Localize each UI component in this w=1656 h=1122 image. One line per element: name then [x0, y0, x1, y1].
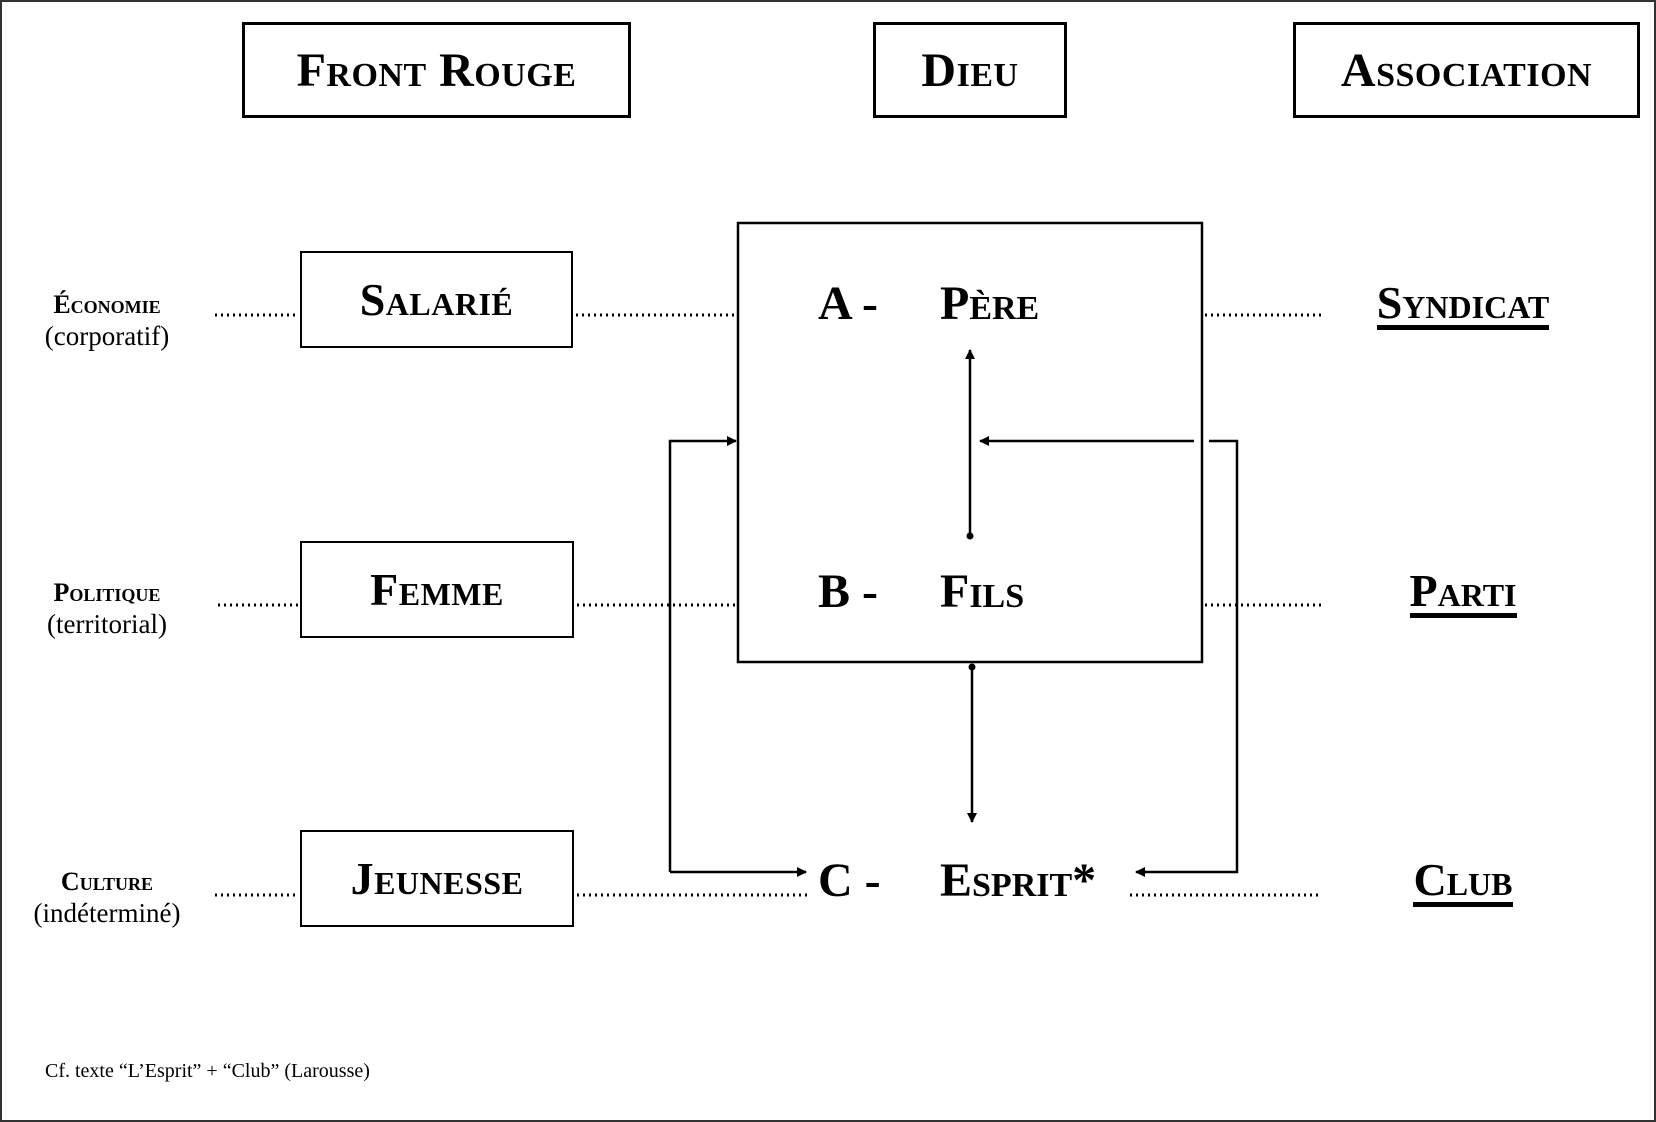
dieu-item-letter: B - [818, 565, 878, 618]
association-item-label: Club [1413, 854, 1513, 907]
dieu-item-fils: B - Fils [818, 568, 1024, 616]
front-rouge-item-femme: Femme [300, 541, 574, 638]
axis-subtitle: (corporatif) [44, 321, 170, 351]
loop-right-to-esprit [1135, 439, 1239, 877]
association-item-label: Parti [1409, 565, 1517, 618]
dieu-item-letter: A - [818, 277, 878, 330]
axis-subtitle: (territorial) [47, 609, 167, 639]
dieu-item-name: Esprit* [940, 854, 1097, 907]
loop-left-to-dieu [668, 436, 737, 872]
header-dieu-label: Dieu [921, 43, 1019, 97]
header-association: Association [1293, 22, 1640, 118]
association-item-parti: Parti [1313, 568, 1613, 618]
axis-title: Culture [60, 867, 154, 896]
front-rouge-item-label: Jeunesse [350, 853, 524, 904]
dieu-trinity-box [736, 221, 1204, 664]
header-association-label: Association [1340, 43, 1593, 97]
dieu-item-pere: A - Père [818, 280, 1039, 328]
dieu-item-name: Fils [940, 565, 1025, 618]
axis-title: Économie [53, 290, 161, 319]
header-dieu: Dieu [873, 22, 1067, 118]
dieu-item-letter: C - [818, 854, 881, 907]
axis-title: Politique [53, 578, 161, 607]
front-rouge-item-label: Femme [370, 564, 504, 615]
dieu-item-esprit: C - Esprit* [818, 857, 1096, 905]
header-front-rouge: Front Rouge [242, 22, 631, 118]
axis-politique: Politique (territorial) [7, 578, 207, 640]
axis-economie: Économie (corporatif) [7, 290, 207, 352]
front-rouge-item-jeunesse: Jeunesse [300, 830, 574, 927]
axis-subtitle: (indéterminé) [33, 898, 181, 928]
dieu-item-name: Père [940, 277, 1040, 330]
axis-culture: Culture (indéterminé) [7, 867, 207, 929]
association-item-syndicat: Syndicat [1313, 280, 1613, 330]
front-rouge-item-label: Salarié [359, 274, 514, 325]
header-front-rouge-label: Front Rouge [296, 43, 577, 97]
front-rouge-item-salarie: Salarié [300, 251, 573, 348]
footnote: Cf. texte “L’Esprit” + “Club” (Larousse) [45, 1060, 370, 1082]
association-item-club: Club [1313, 857, 1613, 907]
association-item-label: Syndicat [1376, 277, 1550, 330]
